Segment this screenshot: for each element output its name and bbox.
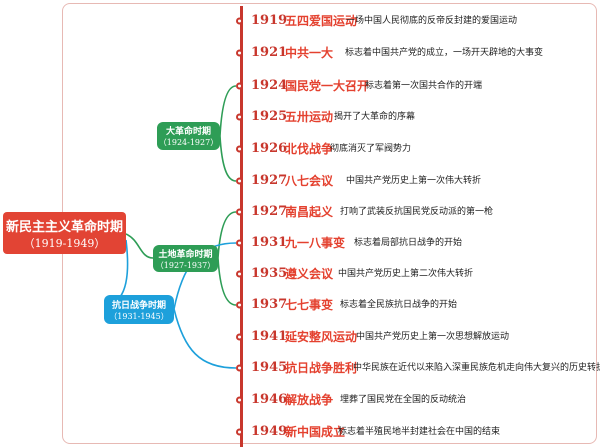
timeline-dot [236,270,243,278]
event-year: 1941 [251,329,288,344]
event-name: 遵义会议 [285,267,334,281]
event-year: 1921 [251,45,288,60]
period-box-land-revolution: 土地革命时期 （1927-1937） [153,245,218,272]
event-description: 中国共产党历史上第二次伟大转折 [338,269,474,279]
event-name: 北伐战争 [285,142,334,156]
timeline-dot [236,208,243,216]
period-range: （1931-1945） [109,311,169,321]
event-name: 南昌起义 [285,205,334,219]
event-description: 一场中国人民彻底的反帝反封建的爱国运动 [346,16,518,26]
main-period-box: 新民主主义革命时期 （1919-1949） [3,212,126,254]
timeline-dot [236,17,243,25]
period-box-anti-japanese-war: 抗日战争时期 （1931-1945） [104,295,174,324]
event-description: 标志着半殖民地半封建社会在中国的结束 [338,427,501,437]
connector-period1-down [219,135,237,182]
connector-main-period2 [125,233,154,259]
event-name: 解放战争 [285,393,334,407]
timeline-dot [236,333,243,341]
event-year: 1919 [251,13,288,28]
period-range: （1927-1937） [155,260,216,270]
connector-period1-up [219,85,237,137]
main-range: （1919-1949） [23,236,106,250]
timeline-dot [236,145,243,153]
event-year: 1931 [251,235,288,250]
event-description: 中华民族在近代以来陷入深重民族危机走向伟大复兴的历史转折点 [353,363,600,373]
timeline-dot [236,301,243,309]
event-description: 埋葬了国民党在全国的反动统治 [340,395,467,405]
event-year: 1946 [251,392,288,407]
event-description: 彻底消灭了军阀势力 [330,144,412,154]
timeline-dot [236,239,243,247]
event-description: 标志着局部抗日战争的开始 [354,238,463,248]
event-description: 揭开了大革命的序幕 [334,112,416,122]
event-name: 抗日战争胜利 [285,361,358,375]
period-title: 土地革命时期 [158,249,213,260]
event-name: 五卅运动 [285,110,334,124]
event-year: 1949 [251,424,288,439]
event-year: 1945 [251,360,288,375]
event-name: 国民党一大召开 [285,79,370,93]
timeline-dot [236,82,243,90]
period-range: （1924-1927） [158,138,219,147]
event-name: 新中国成立 [285,425,346,439]
event-description: 标志着第一次国共合作的开端 [365,81,483,91]
event-description: 标志着中国共产党的成立，一场开天辟地的大事变 [345,48,544,58]
event-year: 1935 [251,266,288,281]
timeline-dot [236,177,243,185]
event-name: 八七会议 [285,174,334,188]
main-title: 新民主主义革命时期 [5,219,123,235]
event-name: 中共一大 [285,46,334,60]
event-year: 1927 [251,173,288,188]
event-description: 标志着全民族抗日战争的开始 [340,300,458,310]
timeline-axis [240,6,243,447]
event-year: 1937 [251,297,288,312]
event-description: 打响了武装反抗国民党反动派的第一枪 [340,207,494,217]
period-title: 大革命时期 [165,127,211,137]
timeline-dot [236,396,243,404]
timeline-dot [236,49,243,57]
connector-period3-down [173,308,237,369]
event-name: 五四爱国运动 [285,14,358,28]
event-description: 中国共产党历史上第一次伟大转折 [346,176,482,186]
event-name: 九一八事变 [285,236,346,250]
timeline-dot [236,428,243,436]
connector-period2-down [217,257,237,306]
event-name: 延安整风运动 [285,330,358,344]
event-year: 1927 [251,204,288,219]
event-year: 1924 [251,78,288,93]
timeline-dot [236,364,243,372]
event-name: 七七事变 [285,298,334,312]
event-year: 1925 [251,109,288,124]
connector-period2-up [217,211,237,259]
period-box-great-revolution: 大革命时期 （1924-1927） [157,122,220,150]
period-title: 抗日战争时期 [111,300,166,311]
timeline-dot [236,113,243,121]
event-description: 中国共产党历史上第一次思想解放运动 [356,332,510,342]
event-year: 1926 [251,141,288,156]
